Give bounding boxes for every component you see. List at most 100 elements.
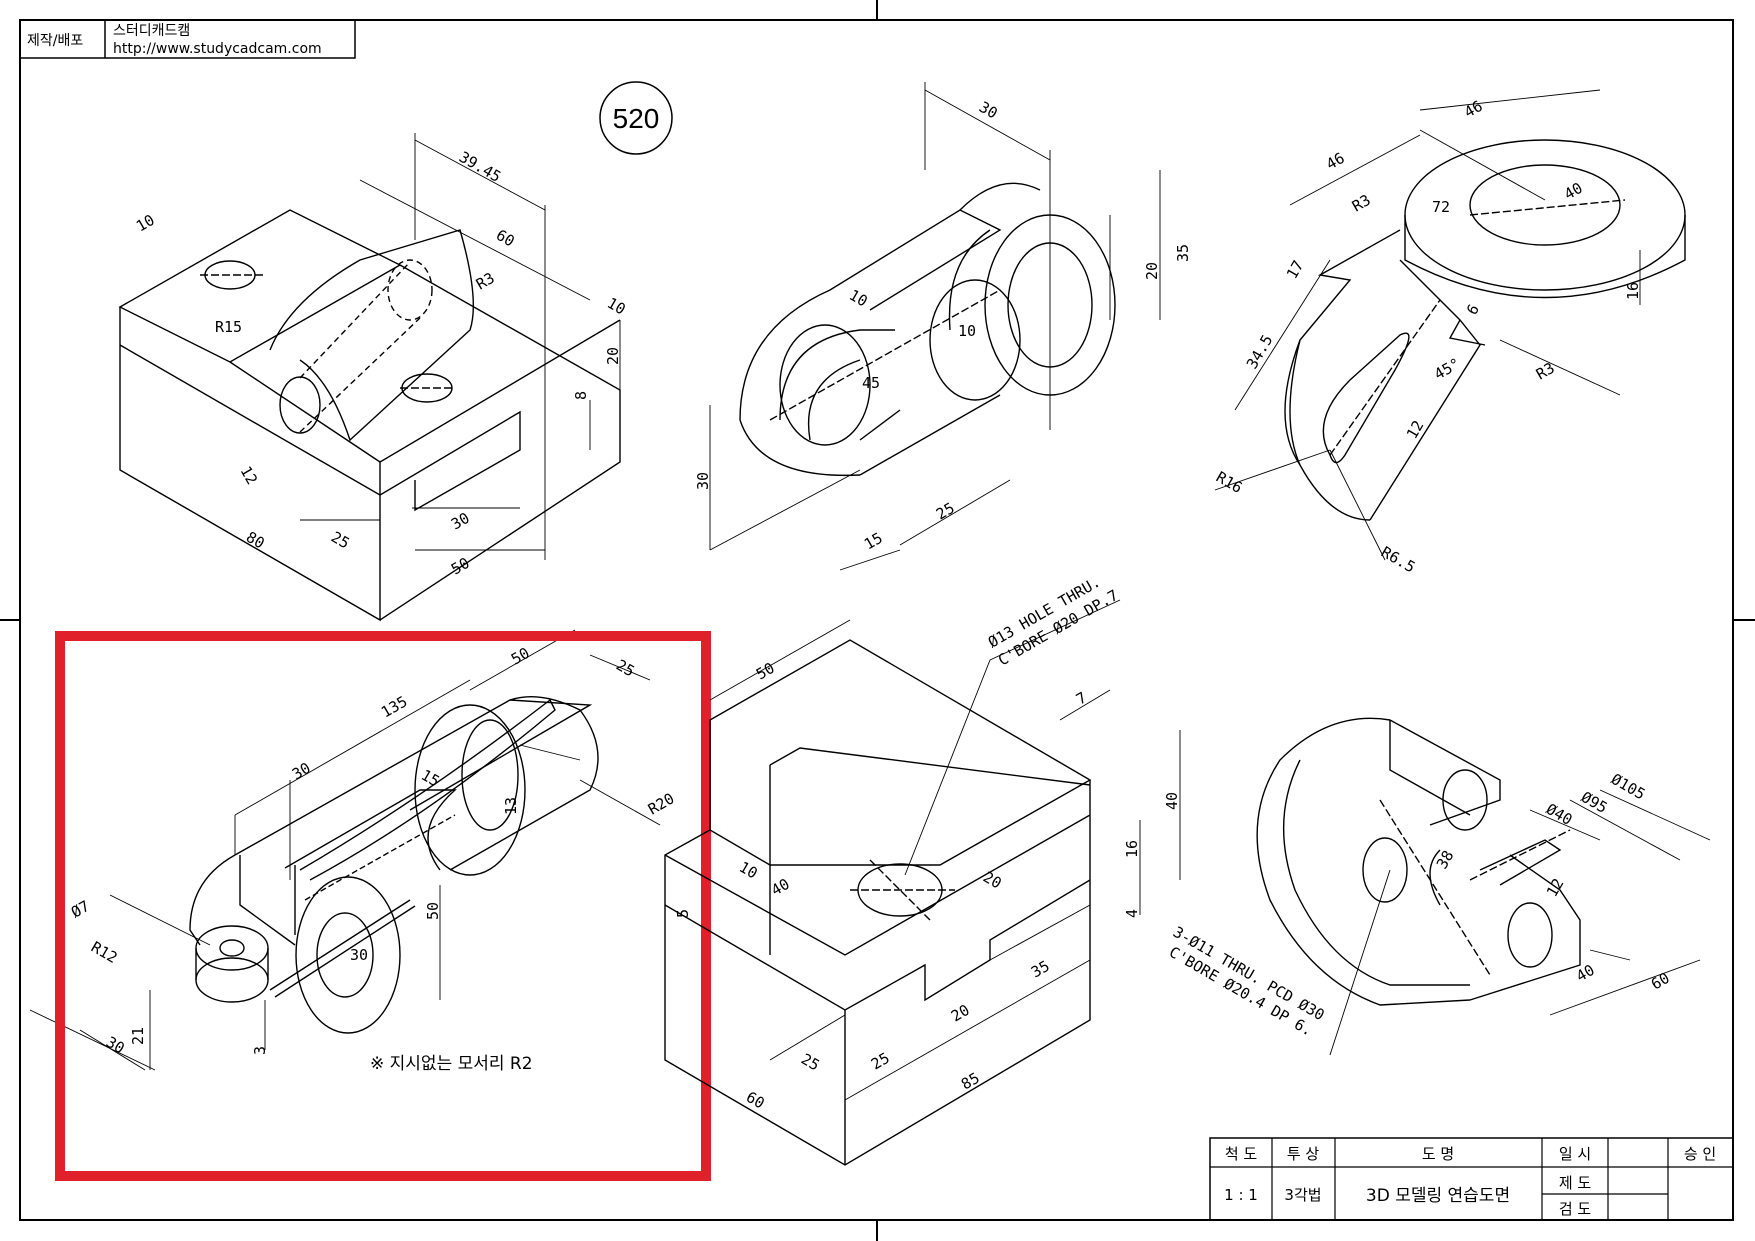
dim-v1-20: 20 <box>604 347 622 365</box>
view-4-dimensions <box>29 629 661 1071</box>
dim-v5-25a: 25 <box>798 1050 823 1075</box>
view-3-dimensions <box>1214 89 1641 561</box>
dim-v5-7: 7 <box>1073 688 1090 708</box>
view-4-bracket <box>189 695 599 1034</box>
dim-v4-o7: Ø7 <box>68 897 93 922</box>
title-approve-label: 승 인 <box>1684 1145 1716 1163</box>
view-4-dimension-text: 135 50 25 30 15 13 R20 Ø7 R12 30 50 21 3… <box>68 644 677 1058</box>
dim-v4-30b: 30 <box>350 946 368 964</box>
dim-v2-15: 15 <box>861 529 886 554</box>
dim-v1-8: 8 <box>572 391 590 400</box>
dim-v5-20b: 20 <box>948 1001 973 1026</box>
dim-v4-3: 3 <box>251 1046 269 1055</box>
dim-v3-r6-5: R6.5 <box>1378 543 1418 577</box>
dim-v1-r3: R3 <box>473 269 498 294</box>
view-1-block <box>118 209 621 622</box>
header-company: 스터디캐드캠 <box>113 23 190 39</box>
dim-v5-50: 50 <box>753 659 778 684</box>
dim-v4-15: 15 <box>418 766 443 791</box>
title-scale-value: 1 : 1 <box>1224 1186 1258 1204</box>
view-2-link <box>739 182 1116 477</box>
drawing-number-badge: 520 <box>599 81 673 155</box>
title-scale-label: 척 도 <box>1225 1145 1258 1163</box>
title-draft-label: 제 도 <box>1559 1174 1592 1192</box>
outer-border <box>19 19 1734 1221</box>
view-1-dimension-text: 10 39.45 60 R3 R15 10 20 8 12 25 30 80 5… <box>133 148 629 579</box>
view-3-ring-arm <box>1284 139 1686 521</box>
dim-v3-46a: 46 <box>1461 97 1486 122</box>
dim-v1-10b: 10 <box>604 294 629 319</box>
view-5-block <box>664 639 1092 1166</box>
dim-v5-35: 35 <box>1028 957 1053 982</box>
dim-v5-40b: 40 <box>768 875 793 900</box>
highlight-box <box>55 631 711 1181</box>
dim-v4-13: 13 <box>502 797 520 815</box>
drawing-number: 520 <box>613 103 660 134</box>
dim-v2-45: 45 <box>862 374 880 392</box>
dim-v3-17: 17 <box>1283 257 1308 282</box>
dim-v2-10a: 10 <box>846 286 871 311</box>
general-note: ※ 지시없는 모서리 R2 <box>370 1054 533 1074</box>
dim-v1-50: 50 <box>448 554 473 579</box>
dim-v6-o40: Ø40 <box>1543 800 1575 829</box>
title-name-label: 도 명 <box>1422 1145 1454 1163</box>
dim-v5-60: 60 <box>743 1088 768 1113</box>
view-6-dimension-text: Ø105 Ø95 Ø40 38 12 40 60 3-Ø11 THRU. PCD… <box>1166 770 1673 1040</box>
dim-v1-25: 25 <box>328 528 353 553</box>
dim-v2-25: 25 <box>933 499 958 524</box>
title-drawing-name: 3D 모델링 연습도면 <box>1366 1186 1510 1206</box>
dim-v2-10b: 10 <box>958 322 976 340</box>
title-projection-value: 3각법 <box>1284 1186 1321 1204</box>
title-date-label: 일 시 <box>1559 1145 1591 1163</box>
dim-v1-80: 80 <box>243 528 268 553</box>
dim-v1-60a: 60 <box>493 226 518 251</box>
dim-v2-30a: 30 <box>976 98 1001 123</box>
dim-v6-40: 40 <box>1573 961 1598 986</box>
dim-v3-r3b: R3 <box>1533 359 1558 384</box>
title-check-label: 검 도 <box>1559 1200 1592 1218</box>
dim-v3-r16: R16 <box>1213 468 1245 497</box>
dim-v2-35: 35 <box>1174 244 1192 262</box>
dim-v4-25: 25 <box>613 656 638 681</box>
dim-v4-50b: 50 <box>424 902 442 920</box>
dim-v4-r12: R12 <box>88 938 120 967</box>
title-projection-label: 투 상 <box>1287 1145 1320 1163</box>
dim-v5-85: 85 <box>958 1069 983 1094</box>
dim-v1-r15: R15 <box>215 318 242 336</box>
dim-v6-o105: Ø105 <box>1608 770 1648 804</box>
title-block: 척 도 투 상 도 명 일 시 승 인 1 : 1 3각법 3D 모델링 연습도… <box>1209 1137 1734 1221</box>
dim-v3-72: 72 <box>1432 198 1450 216</box>
dim-v1-12: 12 <box>237 463 262 488</box>
view-5-dimension-text: 50 Ø13 HOLE THRU. C'BORE Ø20 DP.7 7 40 1… <box>674 573 1181 1113</box>
dim-v4-30c: 30 <box>103 1033 128 1058</box>
view-5-dimensions <box>664 599 1181 1166</box>
header-url: http://www.studycadcam.com <box>113 41 322 57</box>
dim-v2-30b: 30 <box>694 472 712 490</box>
dim-v5-16: 16 <box>1123 840 1141 858</box>
dim-v5-20a: 20 <box>980 868 1005 893</box>
dim-v5-4: 4 <box>1123 909 1141 918</box>
dim-v5-25b: 25 <box>868 1049 893 1074</box>
dim-v5-40a: 40 <box>1163 792 1181 810</box>
dim-v3-16: 16 <box>1624 282 1642 300</box>
header-label: 제작/배포 <box>27 33 83 49</box>
view-1-dimensions <box>119 133 621 621</box>
dim-v4-50a: 50 <box>508 644 533 669</box>
dim-v3-6: 6 <box>1463 301 1483 318</box>
dim-v6-60: 60 <box>1648 969 1673 994</box>
dim-v3-r3a: R3 <box>1349 191 1374 216</box>
view-2-dimension-text: 30 10 10 45 20 35 30 15 25 <box>694 98 1192 554</box>
dim-v4-r20: R20 <box>645 789 677 818</box>
view-6-disc <box>1256 717 1581 1006</box>
dim-v1-10a: 10 <box>133 211 158 236</box>
dim-v3-46b: 46 <box>1323 149 1348 174</box>
dim-v3-40: 40 <box>1561 179 1586 204</box>
dim-v5-10: 10 <box>736 858 761 883</box>
dim-v5-5: 5 <box>674 909 692 918</box>
view-6-dimensions <box>1329 789 1711 1056</box>
dim-v4-21: 21 <box>129 1027 147 1045</box>
dim-v3-12: 12 <box>1403 417 1428 442</box>
dim-v4-30a: 30 <box>289 759 314 784</box>
